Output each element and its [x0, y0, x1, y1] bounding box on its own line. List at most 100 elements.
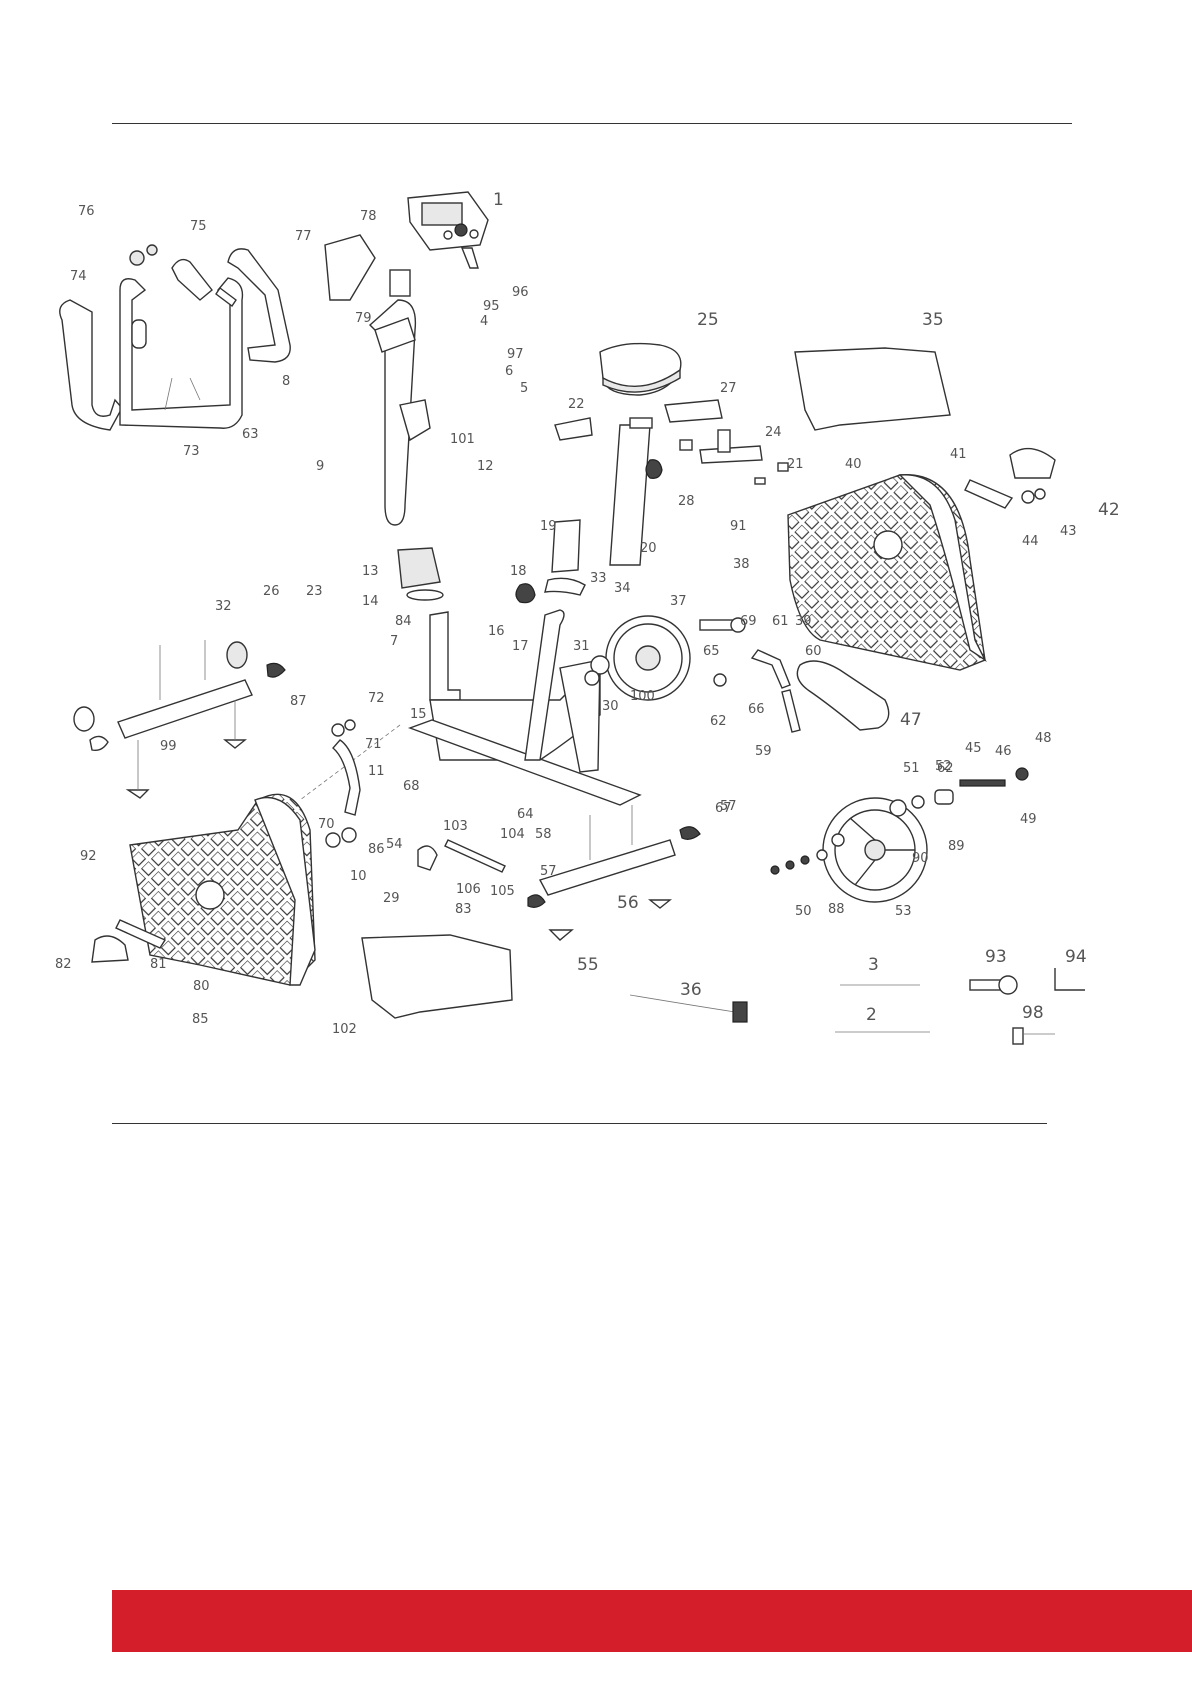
callout-78: 78 — [360, 209, 377, 224]
callout-94: 94 — [1065, 947, 1087, 967]
callout-67: 67 — [715, 801, 732, 816]
callout-29: 29 — [383, 891, 400, 906]
callout-4: 4 — [480, 314, 488, 329]
callout-20: 20 — [640, 541, 657, 556]
callout-3: 3 — [868, 955, 879, 975]
callout-74: 74 — [70, 269, 87, 284]
tension-parts — [325, 719, 701, 941]
callout-42: 42 — [1098, 500, 1120, 520]
callout-25: 25 — [697, 310, 719, 330]
callout-79: 79 — [355, 311, 372, 326]
callout-69: 69 — [740, 614, 757, 629]
callout-22: 22 — [568, 397, 585, 412]
callout-80: 80 — [193, 979, 210, 994]
callout-33: 33 — [590, 571, 607, 586]
callout-15: 15 — [410, 707, 427, 722]
callout-7: 7 — [390, 634, 398, 649]
front-stabilizer — [73, 640, 286, 799]
callout-21: 21 — [787, 457, 804, 472]
callout-86: 86 — [368, 842, 385, 857]
callout-19: 19 — [540, 519, 557, 534]
callout-27: 27 — [720, 381, 737, 396]
callout-65: 65 — [703, 644, 720, 659]
callout-49: 49 — [1020, 812, 1037, 827]
callout-45: 45 — [965, 741, 982, 756]
callout-5: 5 — [520, 381, 528, 396]
callout-9: 9 — [316, 459, 324, 474]
callout-44: 44 — [1022, 534, 1039, 549]
callout-77: 77 — [295, 229, 312, 244]
callout-12: 12 — [477, 459, 494, 474]
callout-68: 68 — [403, 779, 420, 794]
callout-37: 37 — [670, 594, 687, 609]
callout-102: 102 — [332, 1022, 357, 1037]
callout-91: 91 — [730, 519, 747, 534]
upright-post — [368, 299, 444, 601]
callout-54: 54 — [386, 837, 403, 852]
callout-105: 105 — [490, 884, 515, 899]
tools-and-adapter — [629, 968, 1085, 1045]
callout-52: 52 — [935, 759, 952, 774]
callout-56: 56 — [617, 893, 639, 913]
callout-95: 95 — [483, 299, 500, 314]
callout-66: 66 — [748, 702, 765, 717]
left-side-cover — [91, 793, 316, 986]
callout-34: 34 — [614, 581, 631, 596]
callout-75: 75 — [190, 219, 207, 234]
callout-84: 84 — [395, 614, 412, 629]
callout-1: 1 — [493, 190, 504, 210]
callout-48: 48 — [1035, 731, 1052, 746]
callout-61: 61 — [772, 614, 789, 629]
callout-64: 64 — [517, 807, 534, 822]
callout-100: 100 — [630, 689, 655, 704]
callout-30: 30 — [602, 699, 619, 714]
callout-89: 89 — [948, 839, 965, 854]
callout-13: 13 — [362, 564, 379, 579]
callout-83: 83 — [455, 902, 472, 917]
callout-35: 35 — [922, 310, 944, 330]
console-assembly — [324, 191, 489, 301]
callout-32: 32 — [215, 599, 232, 614]
callout-81: 81 — [150, 957, 167, 972]
callout-8: 8 — [282, 374, 290, 389]
exploded-parts-diagram: 1 2 3 4 5 6 7 8 9 10 11 12 13 14 15 16 1… — [55, 190, 1120, 1045]
callout-14: 14 — [362, 594, 379, 609]
callout-72: 72 — [368, 691, 385, 706]
main-frame — [299, 609, 642, 806]
callout-60: 60 — [805, 644, 822, 659]
flywheel-assembly — [770, 767, 1029, 903]
callout-10: 10 — [350, 869, 367, 884]
callout-87: 87 — [290, 694, 307, 709]
callout-97: 97 — [507, 347, 524, 362]
callout-57-cap: 57 — [720, 799, 737, 814]
callout-24: 24 — [765, 425, 782, 440]
callout-63: 63 — [242, 427, 259, 442]
callout-55: 55 — [577, 955, 599, 975]
top-right-panel — [794, 347, 951, 431]
callout-71: 71 — [365, 737, 382, 752]
callout-46: 46 — [995, 744, 1012, 759]
top-rule — [112, 123, 1072, 124]
seat-assembly — [515, 342, 789, 604]
callout-101: 101 — [450, 432, 475, 447]
callout-62-flywheel: 62 — [937, 761, 954, 776]
callout-36: 36 — [680, 980, 702, 1000]
bottom-rule — [112, 1123, 1047, 1124]
callout-58: 58 — [535, 827, 552, 842]
handlebar-assembly — [59, 244, 291, 431]
callout-99: 99 — [160, 739, 177, 754]
callout-41: 41 — [950, 447, 967, 462]
footer-bar — [112, 1590, 1192, 1652]
callout-2: 2 — [866, 1005, 877, 1025]
right-side-cover — [787, 447, 1056, 671]
callout-70: 70 — [318, 817, 335, 832]
callout-17: 17 — [512, 639, 529, 654]
callout-6: 6 — [505, 364, 513, 379]
callout-73: 73 — [183, 444, 200, 459]
callout-40: 40 — [845, 457, 862, 472]
callout-106: 106 — [456, 882, 481, 897]
callout-47: 47 — [900, 710, 922, 730]
callout-31: 31 — [573, 639, 590, 654]
callout-104: 104 — [500, 827, 525, 842]
callout-90: 90 — [912, 851, 929, 866]
